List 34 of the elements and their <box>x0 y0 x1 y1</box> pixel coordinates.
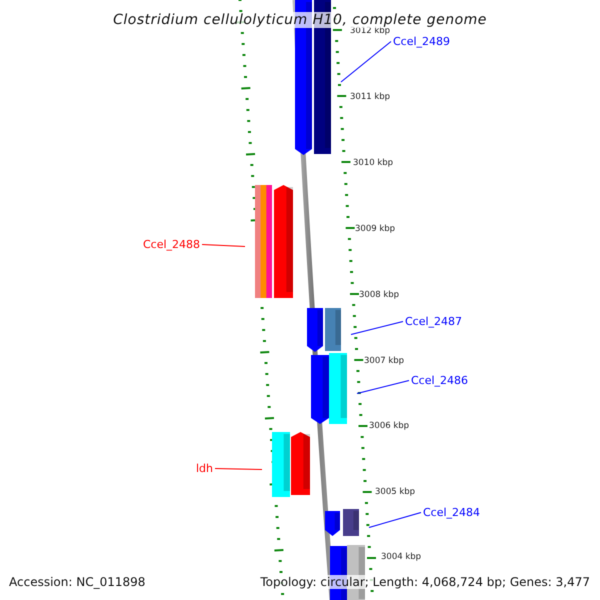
gene-feature-block <box>255 185 272 298</box>
gene-feature-block <box>343 509 359 536</box>
gene-label: Ccel_2487 <box>405 315 462 328</box>
scale-label: 3008 kbp <box>359 290 400 300</box>
scale-label: 3012 kbp <box>350 26 390 36</box>
leader-line <box>350 321 404 335</box>
gene-feature-block <box>272 432 290 497</box>
leader-line <box>340 41 392 82</box>
leader-line <box>368 512 422 528</box>
gene-label: Ccel_2486 <box>411 374 468 387</box>
genome-summary: Topology: circular; Length: 4,068,724 bp; Genes: 3,477 <box>260 575 590 589</box>
scale-label: 3009 kbp <box>355 224 396 234</box>
scale-label: 3006 kbp <box>369 421 410 431</box>
accession-note: Accession: NC_011898 <box>9 575 146 589</box>
gene-feature-block <box>329 353 347 424</box>
gene-label: Ccel_2489 <box>393 35 450 48</box>
scale-label: 3007 kbp <box>364 356 404 366</box>
gene-label: Ccel_2484 <box>423 506 480 519</box>
gene-feature-block <box>291 432 310 495</box>
title: Clostridium cellulolyticum H10, complete genome <box>113 12 487 28</box>
gene-label: ldh <box>196 462 214 475</box>
gene-feature-block <box>325 308 341 351</box>
gene-feature-block <box>307 308 323 352</box>
gene-feature-block <box>311 355 329 424</box>
gene-label: Ccel_2488 <box>143 238 200 251</box>
scale-label: 3005 kbp <box>375 487 416 497</box>
leader-line <box>202 244 246 247</box>
leader-line <box>214 468 262 470</box>
scale-label: 3004 kbp <box>381 552 422 562</box>
gene-feature-block <box>274 185 293 298</box>
scale-label: 3010 kbp <box>353 158 394 168</box>
gene-feature-block <box>325 511 340 536</box>
scale-label: 3011 kbp <box>350 92 390 102</box>
leader-line <box>356 380 410 394</box>
